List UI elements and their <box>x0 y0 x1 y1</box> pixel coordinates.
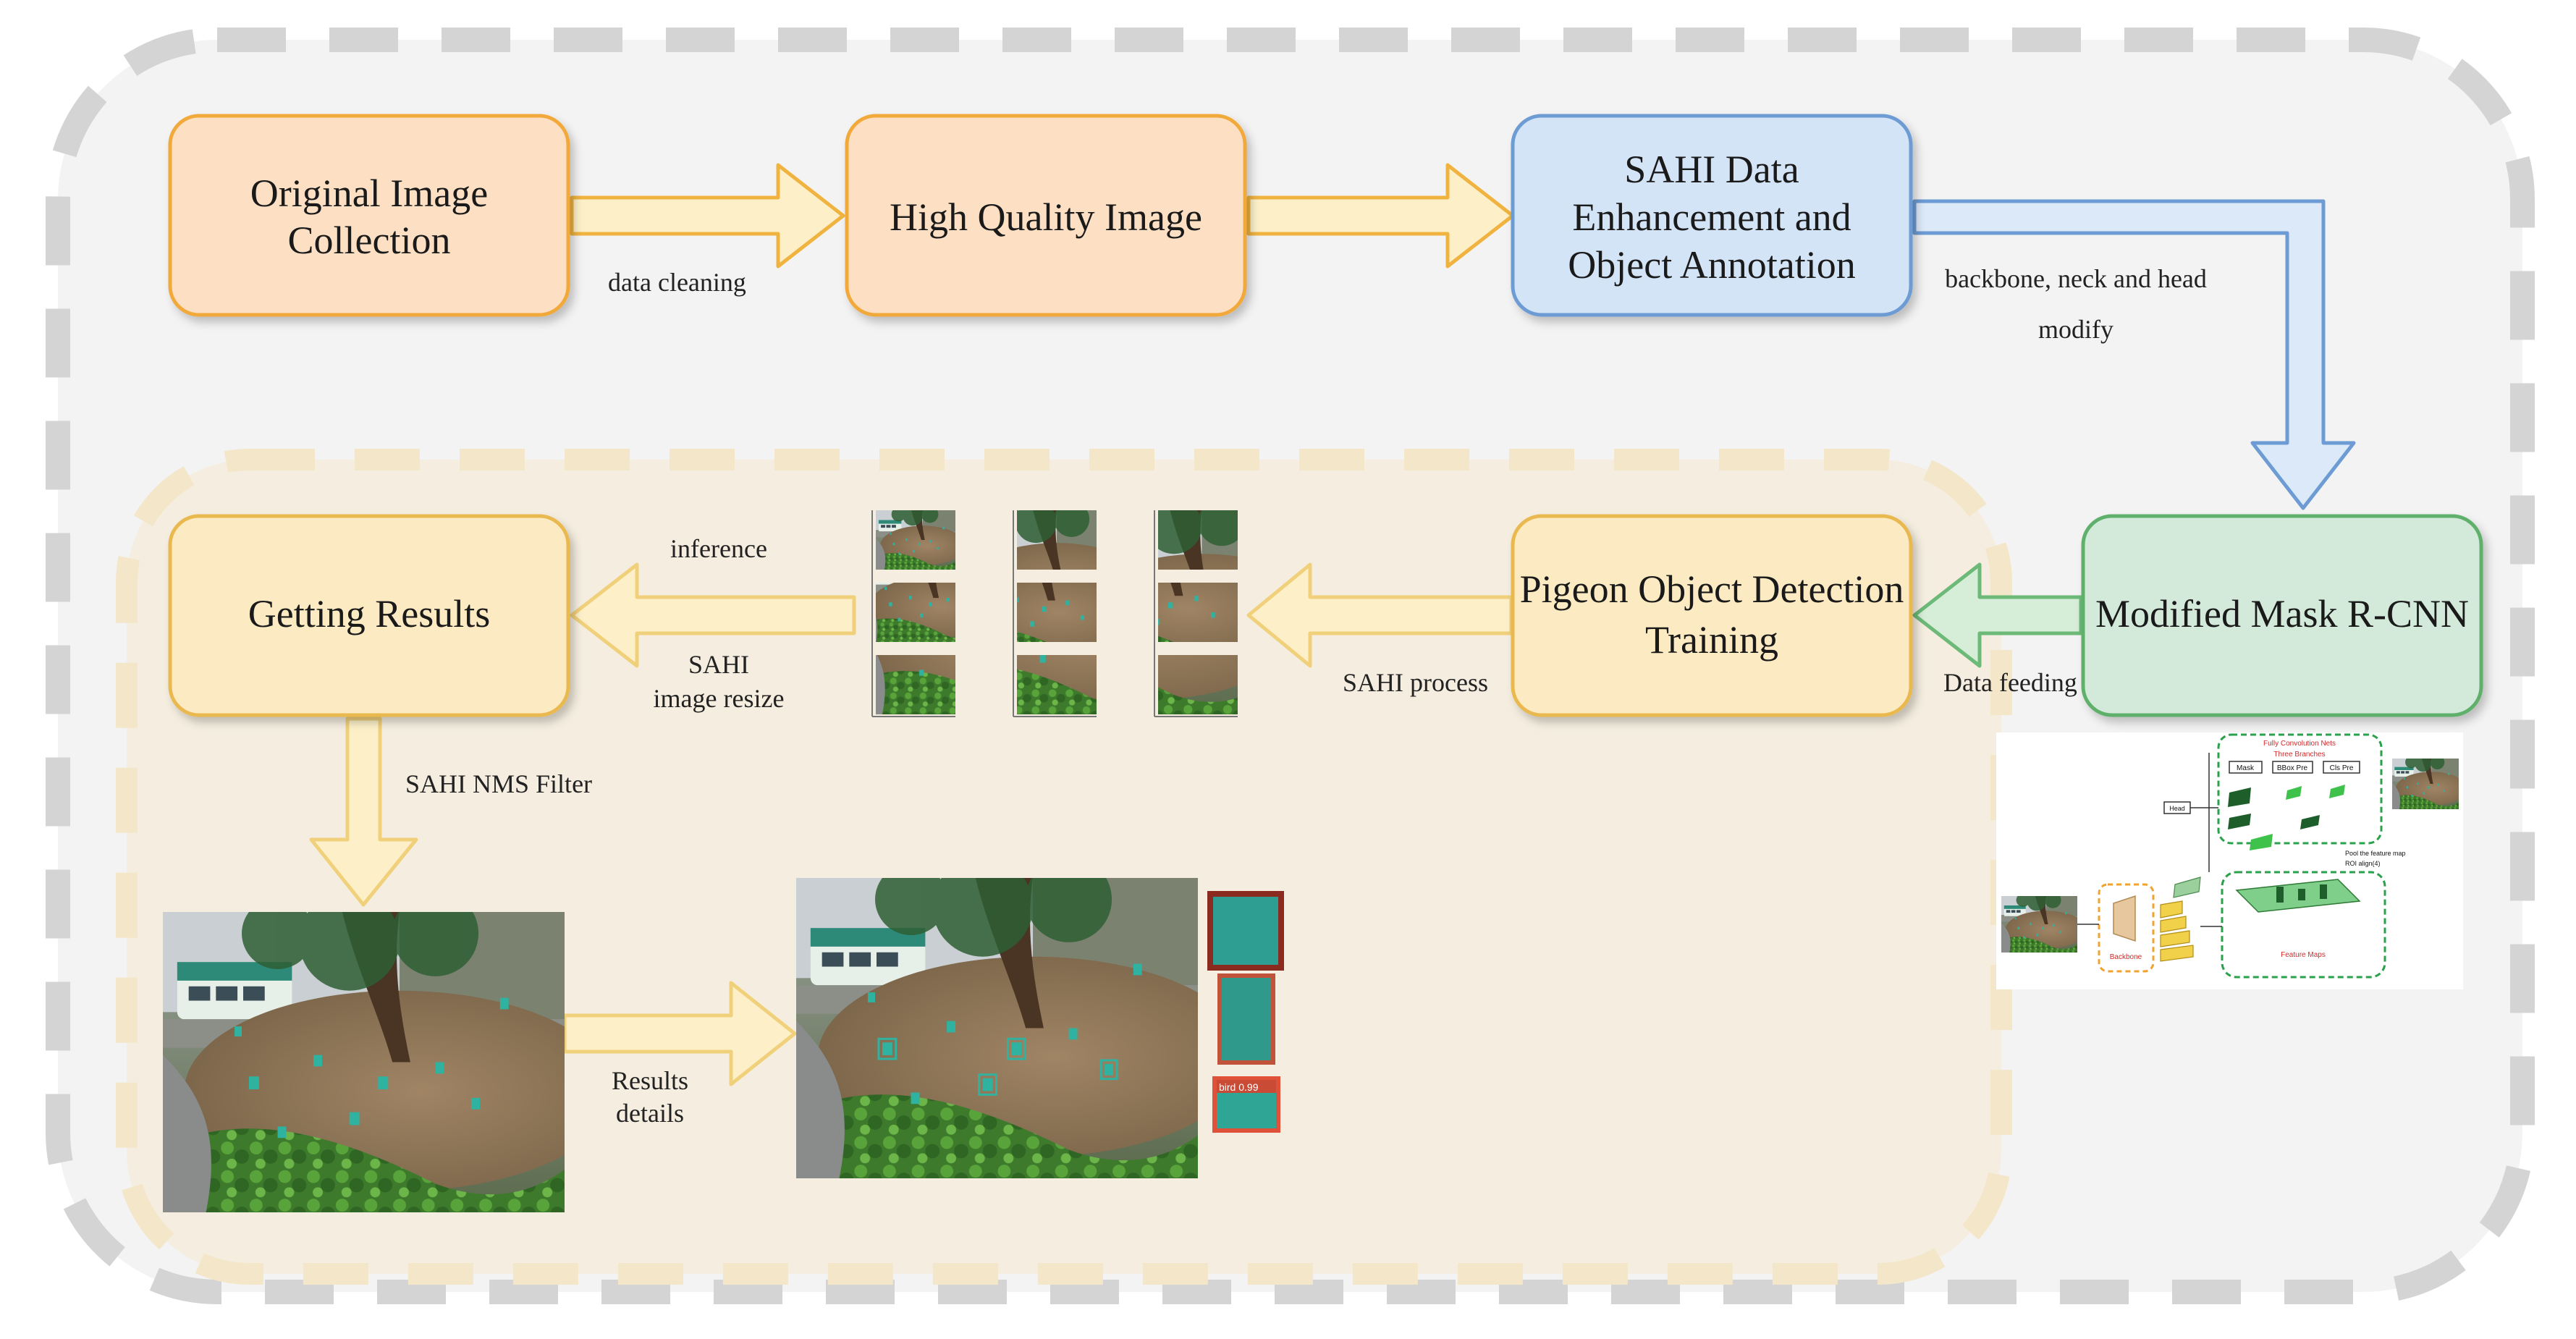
label-modify-line1: backbone, neck and head <box>1945 264 2207 293</box>
thumb-feature-maps: Feature Maps <box>2281 951 2326 959</box>
arrow-results-details <box>562 981 797 1086</box>
node-training-line2: Training <box>1645 618 1778 662</box>
thumb-head: Head <box>2169 805 2185 812</box>
thumb-feature-map: Pool the feature map <box>2345 850 2406 857</box>
node-high-quality-image <box>845 114 1247 317</box>
label-resize-line2: image resize <box>654 684 785 713</box>
node-sahi-line1: SAHI Data <box>1624 148 1799 191</box>
arrow-modify <box>1912 199 2356 510</box>
arrow-quality-to-sahi <box>1246 163 1515 269</box>
node-sahi-line3: Object Annotation <box>1568 243 1855 287</box>
thumb-roi: ROI align(4) <box>2345 860 2381 867</box>
node-original-image-collection <box>168 114 570 317</box>
node-sahi-line2: Enhancement and <box>1572 195 1851 239</box>
node-mask-rcnn-label: Modified Mask R-CNN <box>2095 592 2469 635</box>
node-original-line1: Original Image <box>250 172 488 215</box>
architecture-thumbnail: Fully Convolution Nets Three Branches Ma… <box>1996 732 2463 989</box>
thumb-cls: Cls Pre <box>2330 764 2354 772</box>
thumb-subtitle: Three Branches <box>2273 751 2325 759</box>
tile-column-1 <box>871 510 955 717</box>
thumb-backbone: Backbone <box>2110 953 2142 961</box>
photo-detection-result <box>796 878 1198 1178</box>
thumb-mask: Mask <box>2237 764 2255 772</box>
sahi-tile-grid <box>871 510 1238 717</box>
arrow-nms-filter <box>309 717 418 907</box>
tile-column-2 <box>1013 510 1097 717</box>
thumb-bbox: BBox Pre <box>2277 764 2308 772</box>
label-resize-line1: SAHI <box>688 650 749 679</box>
label-data-feeding: Data feeding <box>1943 668 2077 697</box>
detection-tag: bird 0.99 <box>1219 1081 1259 1093</box>
tile-column-3 <box>1154 510 1238 717</box>
node-sahi-enhancement <box>1511 114 1913 317</box>
node-original-line2: Collection <box>288 219 451 262</box>
label-nms-filter: SAHI NMS Filter <box>405 769 592 798</box>
photo-original-scene <box>163 912 565 1212</box>
node-results-label: Getting Results <box>248 592 491 635</box>
arrow-data-feeding <box>1912 562 2083 668</box>
node-high-quality-label: High Quality Image <box>890 195 1202 239</box>
label-sahi-process: SAHI process <box>1343 668 1488 697</box>
label-details-line1: Results <box>612 1066 688 1095</box>
label-data-cleaning: data cleaning <box>608 268 746 297</box>
node-modified-mask-rcnn <box>2081 514 2483 717</box>
node-pigeon-detection-training <box>1511 514 1913 717</box>
label-details-line2: details <box>616 1099 684 1128</box>
node-training-line1: Pigeon Object Detection <box>1520 567 1904 611</box>
arrow-inference <box>570 562 856 668</box>
arrow-data-cleaning <box>570 163 845 269</box>
detection-crops: bird 0.99 <box>1207 891 1284 1133</box>
label-inference: inference <box>670 534 767 563</box>
label-modify-line2: modify <box>2038 315 2113 344</box>
thumb-title: Fully Convolution Nets <box>2263 740 2336 748</box>
arrow-sahi-process <box>1246 562 1513 668</box>
node-getting-results <box>168 514 570 717</box>
